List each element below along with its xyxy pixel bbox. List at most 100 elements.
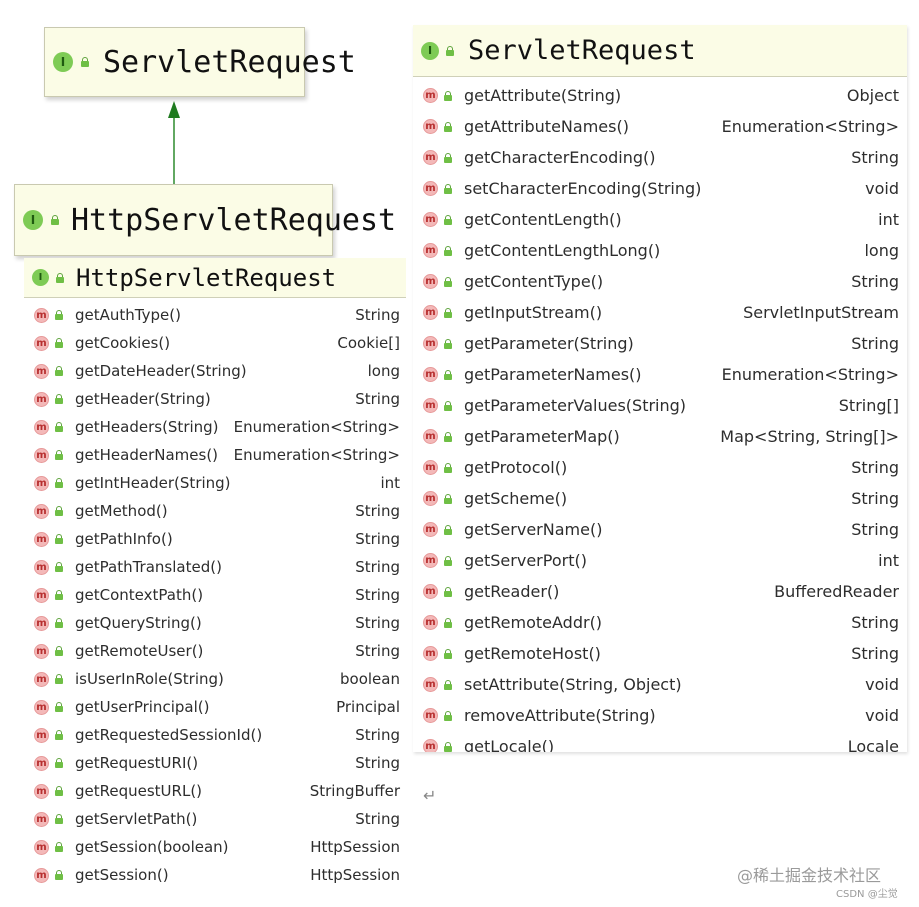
public-lock-icon — [444, 183, 452, 194]
method-return-type: Locale — [847, 737, 899, 752]
method-return-type: String — [851, 148, 899, 167]
public-lock-icon — [444, 431, 452, 442]
method-name: getDateHeader(String) — [75, 362, 247, 380]
method-icon: m — [423, 336, 438, 351]
method-name: getAuthType() — [75, 306, 181, 324]
method-name: getAttribute(String) — [464, 86, 622, 105]
http-panel-header: I HttpServletRequest — [24, 258, 406, 298]
public-lock-icon — [444, 152, 452, 163]
public-lock-icon — [55, 422, 63, 432]
servlet-request-node-title: ServletRequest — [103, 44, 356, 80]
method-name: getServletPath() — [75, 810, 198, 828]
method-icon: m — [34, 671, 49, 687]
method-icon: m — [423, 305, 438, 320]
method-name: getHeader(String) — [75, 390, 211, 408]
method-icon: m — [34, 699, 49, 715]
servlet-request-node[interactable]: I ServletRequest — [44, 27, 356, 97]
method-icon: m — [423, 460, 438, 475]
method-return-type: String — [355, 558, 400, 576]
method-icon: m — [423, 367, 438, 382]
method-icon: m — [423, 739, 438, 752]
http-servlet-request-node[interactable]: I HttpServletRequest — [14, 184, 396, 256]
method-return-type: BufferedReader — [774, 582, 899, 601]
method-name: getRemoteAddr() — [464, 613, 603, 632]
method-return-type: String[] — [838, 396, 899, 415]
method-icon: m — [423, 398, 438, 413]
method-name: getSession(boolean) — [75, 838, 229, 856]
public-lock-icon — [444, 524, 452, 535]
method-return-type: boolean — [340, 670, 400, 688]
public-lock-icon — [444, 555, 452, 566]
method-icon: m — [423, 646, 438, 661]
method-icon: m — [34, 811, 49, 827]
method-return-type: String — [355, 586, 400, 604]
method-icon: m — [34, 755, 49, 771]
public-lock-icon — [55, 842, 63, 852]
method-icon: m — [34, 335, 49, 351]
method-name: getIntHeader(String) — [75, 474, 231, 492]
method-return-type: String — [851, 334, 899, 353]
public-lock-icon — [55, 870, 63, 880]
method-name: getMethod() — [75, 502, 168, 520]
method-icon: m — [34, 447, 49, 463]
method-return-type: int — [878, 210, 899, 229]
method-name: getServerPort() — [464, 551, 587, 570]
method-icon: m — [34, 307, 49, 323]
public-lock-icon — [444, 617, 452, 628]
method-name: getServerName() — [464, 520, 603, 539]
method-name: getRequestURI() — [75, 754, 199, 772]
method-icon: m — [423, 181, 438, 196]
public-lock-icon — [55, 338, 63, 348]
interface-icon: I — [23, 210, 43, 230]
method-name: getHeaderNames() — [75, 446, 219, 464]
method-return-type: Enumeration<String> — [721, 117, 899, 136]
method-name: getInputStream() — [464, 303, 603, 322]
public-lock-icon — [444, 400, 452, 411]
